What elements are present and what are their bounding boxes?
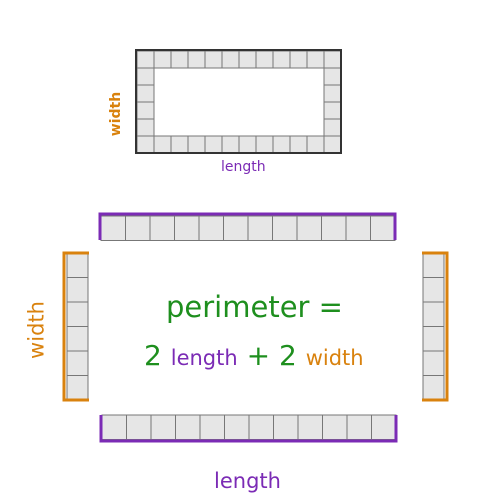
formula-coefficient-width: 2 bbox=[278, 339, 297, 372]
top-rect-tile bbox=[323, 118, 342, 137]
bottom-strip-tile bbox=[346, 414, 372, 440]
top-rect-tile bbox=[238, 50, 257, 69]
top-rect-tile bbox=[170, 135, 189, 154]
top-width-label: width bbox=[108, 91, 124, 137]
top-rect-tile bbox=[272, 50, 291, 69]
top-strip-tile bbox=[100, 215, 126, 241]
top-rect-tile bbox=[323, 67, 342, 86]
top-rect-tile bbox=[136, 67, 155, 86]
top-rect-tile bbox=[153, 50, 172, 69]
right-column-tile bbox=[422, 252, 445, 278]
top-rectangle-outline bbox=[135, 49, 342, 154]
top-rect-tile bbox=[204, 135, 223, 154]
top-rect-tile bbox=[323, 50, 342, 69]
bottom-width-label: width bbox=[24, 301, 49, 359]
top-rect-tile bbox=[323, 84, 342, 103]
bottom-strip-tile bbox=[175, 414, 201, 440]
top-rect-tile bbox=[204, 50, 223, 69]
right-column-tile bbox=[422, 301, 445, 327]
top-strip-tile bbox=[247, 215, 273, 241]
bottom-strip-tile bbox=[101, 414, 127, 440]
top-length-label: length bbox=[221, 159, 266, 175]
bottom-strip-tile bbox=[371, 414, 397, 440]
top-rect-tile bbox=[221, 135, 240, 154]
bottom-strip-tile bbox=[224, 414, 250, 440]
top-rect-tile bbox=[221, 50, 240, 69]
top-strip-tile bbox=[296, 215, 322, 241]
right-column-tile bbox=[422, 350, 445, 376]
formula-plus: + bbox=[246, 339, 271, 372]
top-rect-tile bbox=[255, 135, 274, 154]
bottom-length-label: length bbox=[214, 469, 281, 493]
top-rect-tile bbox=[272, 135, 291, 154]
left-width-edge bbox=[62, 251, 89, 402]
top-rect-tile bbox=[306, 135, 325, 154]
top-strip-tile bbox=[198, 215, 224, 241]
top-strip-tile bbox=[370, 215, 396, 241]
bottom-figure-tiles bbox=[66, 215, 445, 440]
top-rect-tile bbox=[323, 135, 342, 154]
top-rect-tile bbox=[136, 50, 155, 69]
top-rect-tile bbox=[323, 101, 342, 120]
top-rect-tile bbox=[136, 118, 155, 137]
bottom-strip-tile bbox=[126, 414, 152, 440]
formula-length-word: length bbox=[170, 346, 238, 370]
top-strip-tile bbox=[345, 215, 371, 241]
top-rect-tile bbox=[289, 50, 308, 69]
top-strip-tile bbox=[223, 215, 249, 241]
left-column-tile bbox=[66, 326, 89, 352]
top-rect-tile bbox=[136, 101, 155, 120]
top-rectangle-tiles bbox=[136, 50, 342, 154]
bottom-strip-tile bbox=[199, 414, 225, 440]
right-width-edge bbox=[422, 251, 449, 402]
top-strip-tile bbox=[174, 215, 200, 241]
formula-width-word: width bbox=[305, 346, 364, 370]
top-rect-tile bbox=[255, 50, 274, 69]
formula-expression: 2 length + 2 width bbox=[144, 342, 364, 370]
bottom-strip-tile bbox=[248, 414, 274, 440]
left-column-tile bbox=[66, 375, 89, 401]
right-column-tile bbox=[422, 375, 445, 401]
left-column-tile bbox=[66, 252, 89, 278]
top-strip-tile bbox=[321, 215, 347, 241]
top-strip-tile bbox=[125, 215, 151, 241]
top-length-edge bbox=[98, 212, 397, 240]
left-column-tile bbox=[66, 350, 89, 376]
bottom-strip-tile bbox=[322, 414, 348, 440]
right-column-tile bbox=[422, 277, 445, 303]
top-rect-tile bbox=[170, 50, 189, 69]
top-strip-tile bbox=[272, 215, 298, 241]
left-column-tile bbox=[66, 277, 89, 303]
formula-perimeter: perimeter = bbox=[166, 290, 343, 324]
bottom-strip-tile bbox=[273, 414, 299, 440]
bottom-strip-tile bbox=[150, 414, 176, 440]
right-column-tile bbox=[422, 326, 445, 352]
top-rect-tile bbox=[187, 50, 206, 69]
top-rect-tile bbox=[238, 135, 257, 154]
left-column-tile bbox=[66, 301, 89, 327]
top-strip-tile bbox=[149, 215, 175, 241]
bottom-strip-tile bbox=[297, 414, 323, 440]
bottom-length-edge bbox=[99, 415, 398, 443]
top-rect-tile bbox=[289, 135, 308, 154]
top-rect-tile bbox=[136, 135, 155, 154]
top-rect-tile bbox=[136, 84, 155, 103]
top-rect-tile bbox=[187, 135, 206, 154]
top-rect-tile bbox=[306, 50, 325, 69]
top-rect-tile bbox=[153, 135, 172, 154]
formula-coefficient-length: 2 bbox=[144, 339, 162, 372]
